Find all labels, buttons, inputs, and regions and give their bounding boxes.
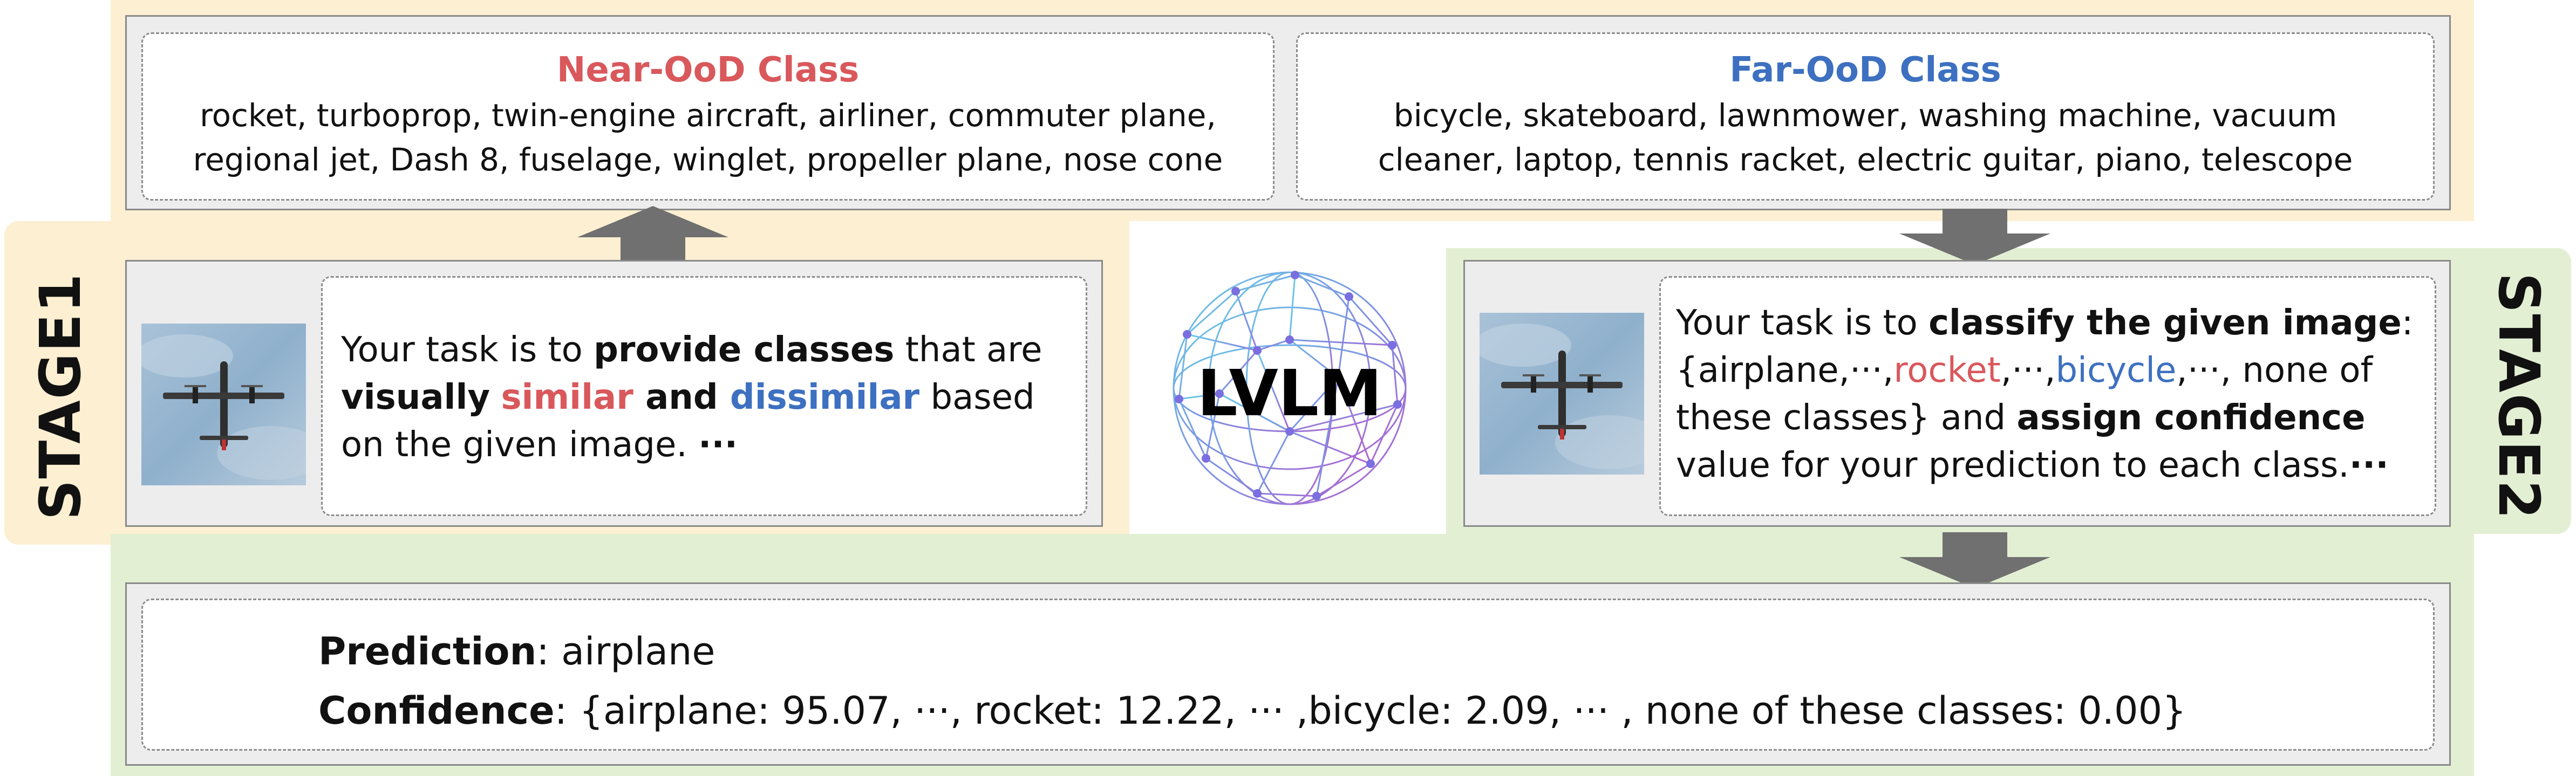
- airplane-icon: [1501, 351, 1623, 439]
- bicycle-word: bicycle: [2055, 351, 2177, 390]
- far-ood-box: Far-OoD Class bicycle, skateboard, lawnm…: [1296, 32, 2435, 201]
- rocket-word: rocket: [1893, 351, 2001, 390]
- far-ood-title: Far-OoD Class: [1729, 50, 2001, 90]
- prediction-line: Prediction: airplane: [318, 629, 715, 674]
- provide-classes-bold: provide classes: [594, 330, 895, 370]
- stage1-prompt-text: Your task is to provide classes that are…: [341, 330, 1042, 465]
- stage2-prompt-text: Your task is to classify the given image…: [1676, 303, 2414, 485]
- down-arrow-icon-1: [1899, 209, 2050, 265]
- confidence-line: Confidence: {airplane: 95.07, ···, rocke…: [318, 689, 2186, 733]
- far-ood-line-1: bicycle, skateboard, lawnmower, washing …: [1393, 97, 2338, 134]
- lvlm-label: LVLM: [1197, 356, 1382, 430]
- up-arrow-icon: [577, 206, 728, 262]
- far-ood-line-2: cleaner, laptop, tennis racket, electric…: [1378, 141, 2353, 178]
- airplane-icon: [163, 361, 284, 450]
- near-ood-line-1: rocket, turboprop, twin-engine aircraft,…: [200, 97, 1216, 134]
- stage1-label: STAGE1: [28, 272, 93, 520]
- stage2-label: STAGE2: [2486, 272, 2552, 520]
- airplane-image-stage2: [1480, 313, 1644, 475]
- near-ood-list: rocket, turboprop, twin-engine aircraft,…: [143, 93, 1273, 182]
- result-box: Prediction: airplane Confidence: {airpla…: [141, 599, 2435, 751]
- near-ood-box: Near-OoD Class rocket, turboprop, twin-e…: [141, 32, 1275, 201]
- airplane-image-stage1: [141, 324, 306, 485]
- lvlm-network-sphere: LVLM: [1155, 253, 1425, 523]
- classify-bold: classify the given image: [1928, 303, 2402, 343]
- far-ood-list: bicycle, skateboard, lawnmower, washing …: [1298, 93, 2433, 182]
- stage2-prompt-box: Your task is to classify the given image…: [1659, 276, 2436, 516]
- similar-word: similar: [501, 377, 633, 417]
- network-sphere-icon: [1173, 271, 1407, 505]
- stage1-prompt-box: Your task is to provide classes that are…: [321, 276, 1087, 516]
- assign-confidence-bold: assign confidence: [2016, 398, 2366, 438]
- dissimilar-word: dissimilar: [730, 377, 920, 417]
- down-arrow-icon-2: [1899, 532, 2050, 588]
- near-ood-title: Near-OoD Class: [556, 50, 860, 90]
- near-ood-line-2: regional jet, Dash 8, fuselage, winglet,…: [193, 141, 1223, 178]
